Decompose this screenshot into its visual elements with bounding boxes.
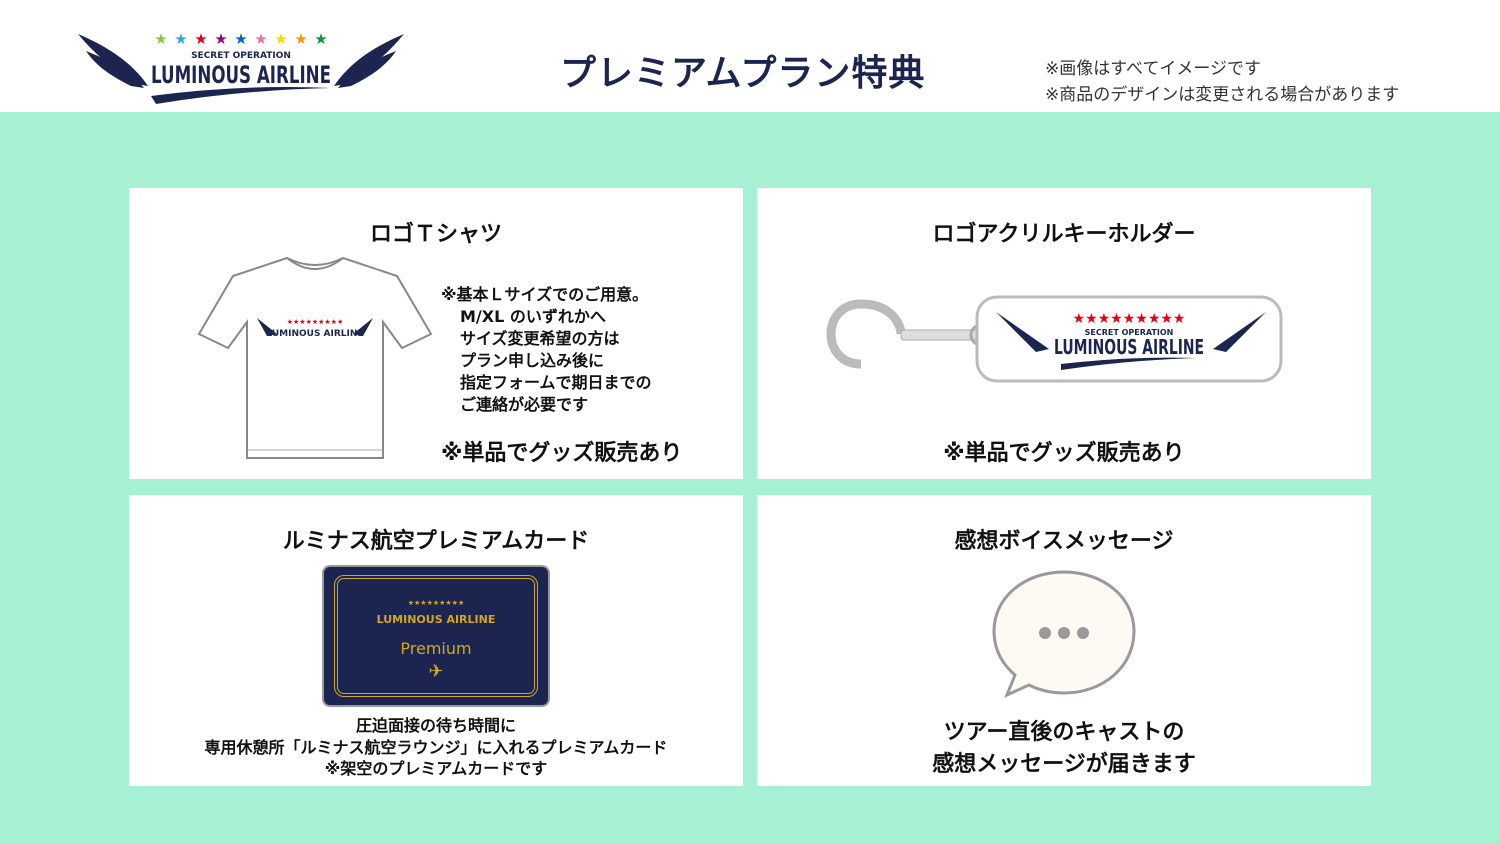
svg-text:★: ★ — [314, 30, 327, 48]
svg-text:LUMINOUS AIRLINE: LUMINOUS AIRLINE — [151, 61, 331, 89]
card-premium-card: ルミナス航空プレミアムカード ★★★★★★★★★ LUMINOUS AIRLIN… — [129, 495, 743, 786]
gold-frame — [334, 575, 538, 697]
svg-text:★: ★ — [174, 30, 187, 48]
desc-line: ツアー直後のキャストの — [943, 720, 1185, 745]
sold-separately-note: ※単品でグッズ販売あり — [441, 441, 683, 466]
voice-message-description: ツアー直後のキャストの 感想メッセージが届きます — [757, 717, 1371, 781]
card-premium-label: Premium — [400, 639, 472, 658]
svg-text:LUMINOUS AIRLINE: LUMINOUS AIRLINE — [1054, 335, 1204, 359]
card-title: ロゴアクリルキーホルダー — [932, 222, 1196, 247]
card-logo-tshirt: ロゴＴシャツ ★★★★★★★★★ LUMINOUS AIRLINE ※基本Ｌサイ… — [129, 188, 743, 479]
airplane-icon: ✈ — [428, 661, 444, 682]
luminous-airline-logo: ★ ★ ★ ★ ★ ★ ★ ★ ★ SECRET OPERATION LUMINOUS AIRL… — [78, 30, 404, 104]
note-line: プラン申し込み後に — [460, 351, 605, 370]
card-stars: ★★★★★★★★★ — [407, 599, 465, 607]
note-line: ご連絡が必要です — [460, 395, 589, 414]
svg-text:★★★★★★★★★: ★★★★★★★★★ — [1073, 311, 1186, 327]
desc-line: 専用休憩所「ルミナス航空ラウンジ」に入れるプレミアムカード — [204, 737, 668, 757]
header: ★ ★ ★ ★ ★ ★ ★ ★ ★ SECRET OPERATION LUMINOUS AIRL… — [0, 0, 1500, 112]
card-acrylic-keyholder: ロゴアクリルキーホルダー ★★★★★★★★★ SECRET OPERATION … — [757, 188, 1371, 479]
note-line: サイズ変更希望の方は — [460, 329, 620, 348]
premium-card-image: ★★★★★★★★★ LUMINOUS AIRLINE Premium ✈ — [322, 565, 550, 707]
svg-text:LUMINOUS AIRLINE: LUMINOUS AIRLINE — [266, 329, 363, 339]
page-title: プレミアムプラン特典 — [560, 53, 926, 94]
sold-separately-note: ※単品でグッズ販売あり — [943, 441, 1185, 466]
speech-bubble-icon — [992, 570, 1136, 698]
svg-text:SECRET OPERATION: SECRET OPERATION — [191, 51, 291, 61]
svg-text:★: ★ — [254, 30, 267, 48]
note-line: M/XL のいずれかへ — [460, 307, 606, 326]
svg-text:★: ★ — [234, 30, 247, 48]
tshirt-image: ★★★★★★★★★ LUMINOUS AIRLINE — [197, 256, 433, 459]
svg-text:★: ★ — [194, 30, 207, 48]
tshirt-size-note: ※基本Ｌサイズでのご用意。 M/XL のいずれかへ サイズ変更希望の方は プラン… — [441, 284, 652, 416]
card-title: ロゴＴシャツ — [369, 222, 502, 247]
desc-line: 圧迫面接の待ち時間に — [355, 716, 516, 735]
svg-text:★: ★ — [214, 30, 227, 48]
card-logo: LUMINOUS AIRLINE — [376, 613, 496, 626]
card-title: 感想ボイスメッセージ — [954, 529, 1174, 554]
card-title: ルミナス航空プレミアムカード — [282, 529, 590, 554]
desc-line: 感想メッセージが届きます — [932, 752, 1196, 777]
note-line: ※商品のデザインは変更される場合があります — [1045, 85, 1400, 105]
svg-text:★: ★ — [154, 30, 167, 48]
keyholder-image: ★★★★★★★★★ SECRET OPERATION LUMINOUS AIRL… — [826, 295, 1283, 383]
note-line: ※基本Ｌサイズでのご用意。 — [441, 285, 649, 304]
premium-card-description: 圧迫面接の待ち時間に 専用休憩所「ルミナス航空ラウンジ」に入れるプレミアムカード… — [129, 715, 743, 780]
svg-text:★: ★ — [274, 30, 287, 48]
svg-text:★★★★★★★★★: ★★★★★★★★★ — [287, 318, 343, 326]
note-line: ※画像はすべてイメージです — [1045, 59, 1262, 79]
svg-text:★: ★ — [294, 30, 307, 48]
desc-line: ※架空のプレミアムカードです — [324, 759, 548, 778]
header-notes: ※画像はすべてイメージです ※商品のデザインは変更される場合があります — [1045, 56, 1399, 108]
card-voice-message: 感想ボイスメッセージ ツアー直後のキャストの 感想メッセージが届きます — [757, 495, 1371, 786]
svg-text:SECRET OPERATION: SECRET OPERATION — [1085, 328, 1174, 337]
note-line: 指定フォームで期日までの — [460, 373, 652, 392]
